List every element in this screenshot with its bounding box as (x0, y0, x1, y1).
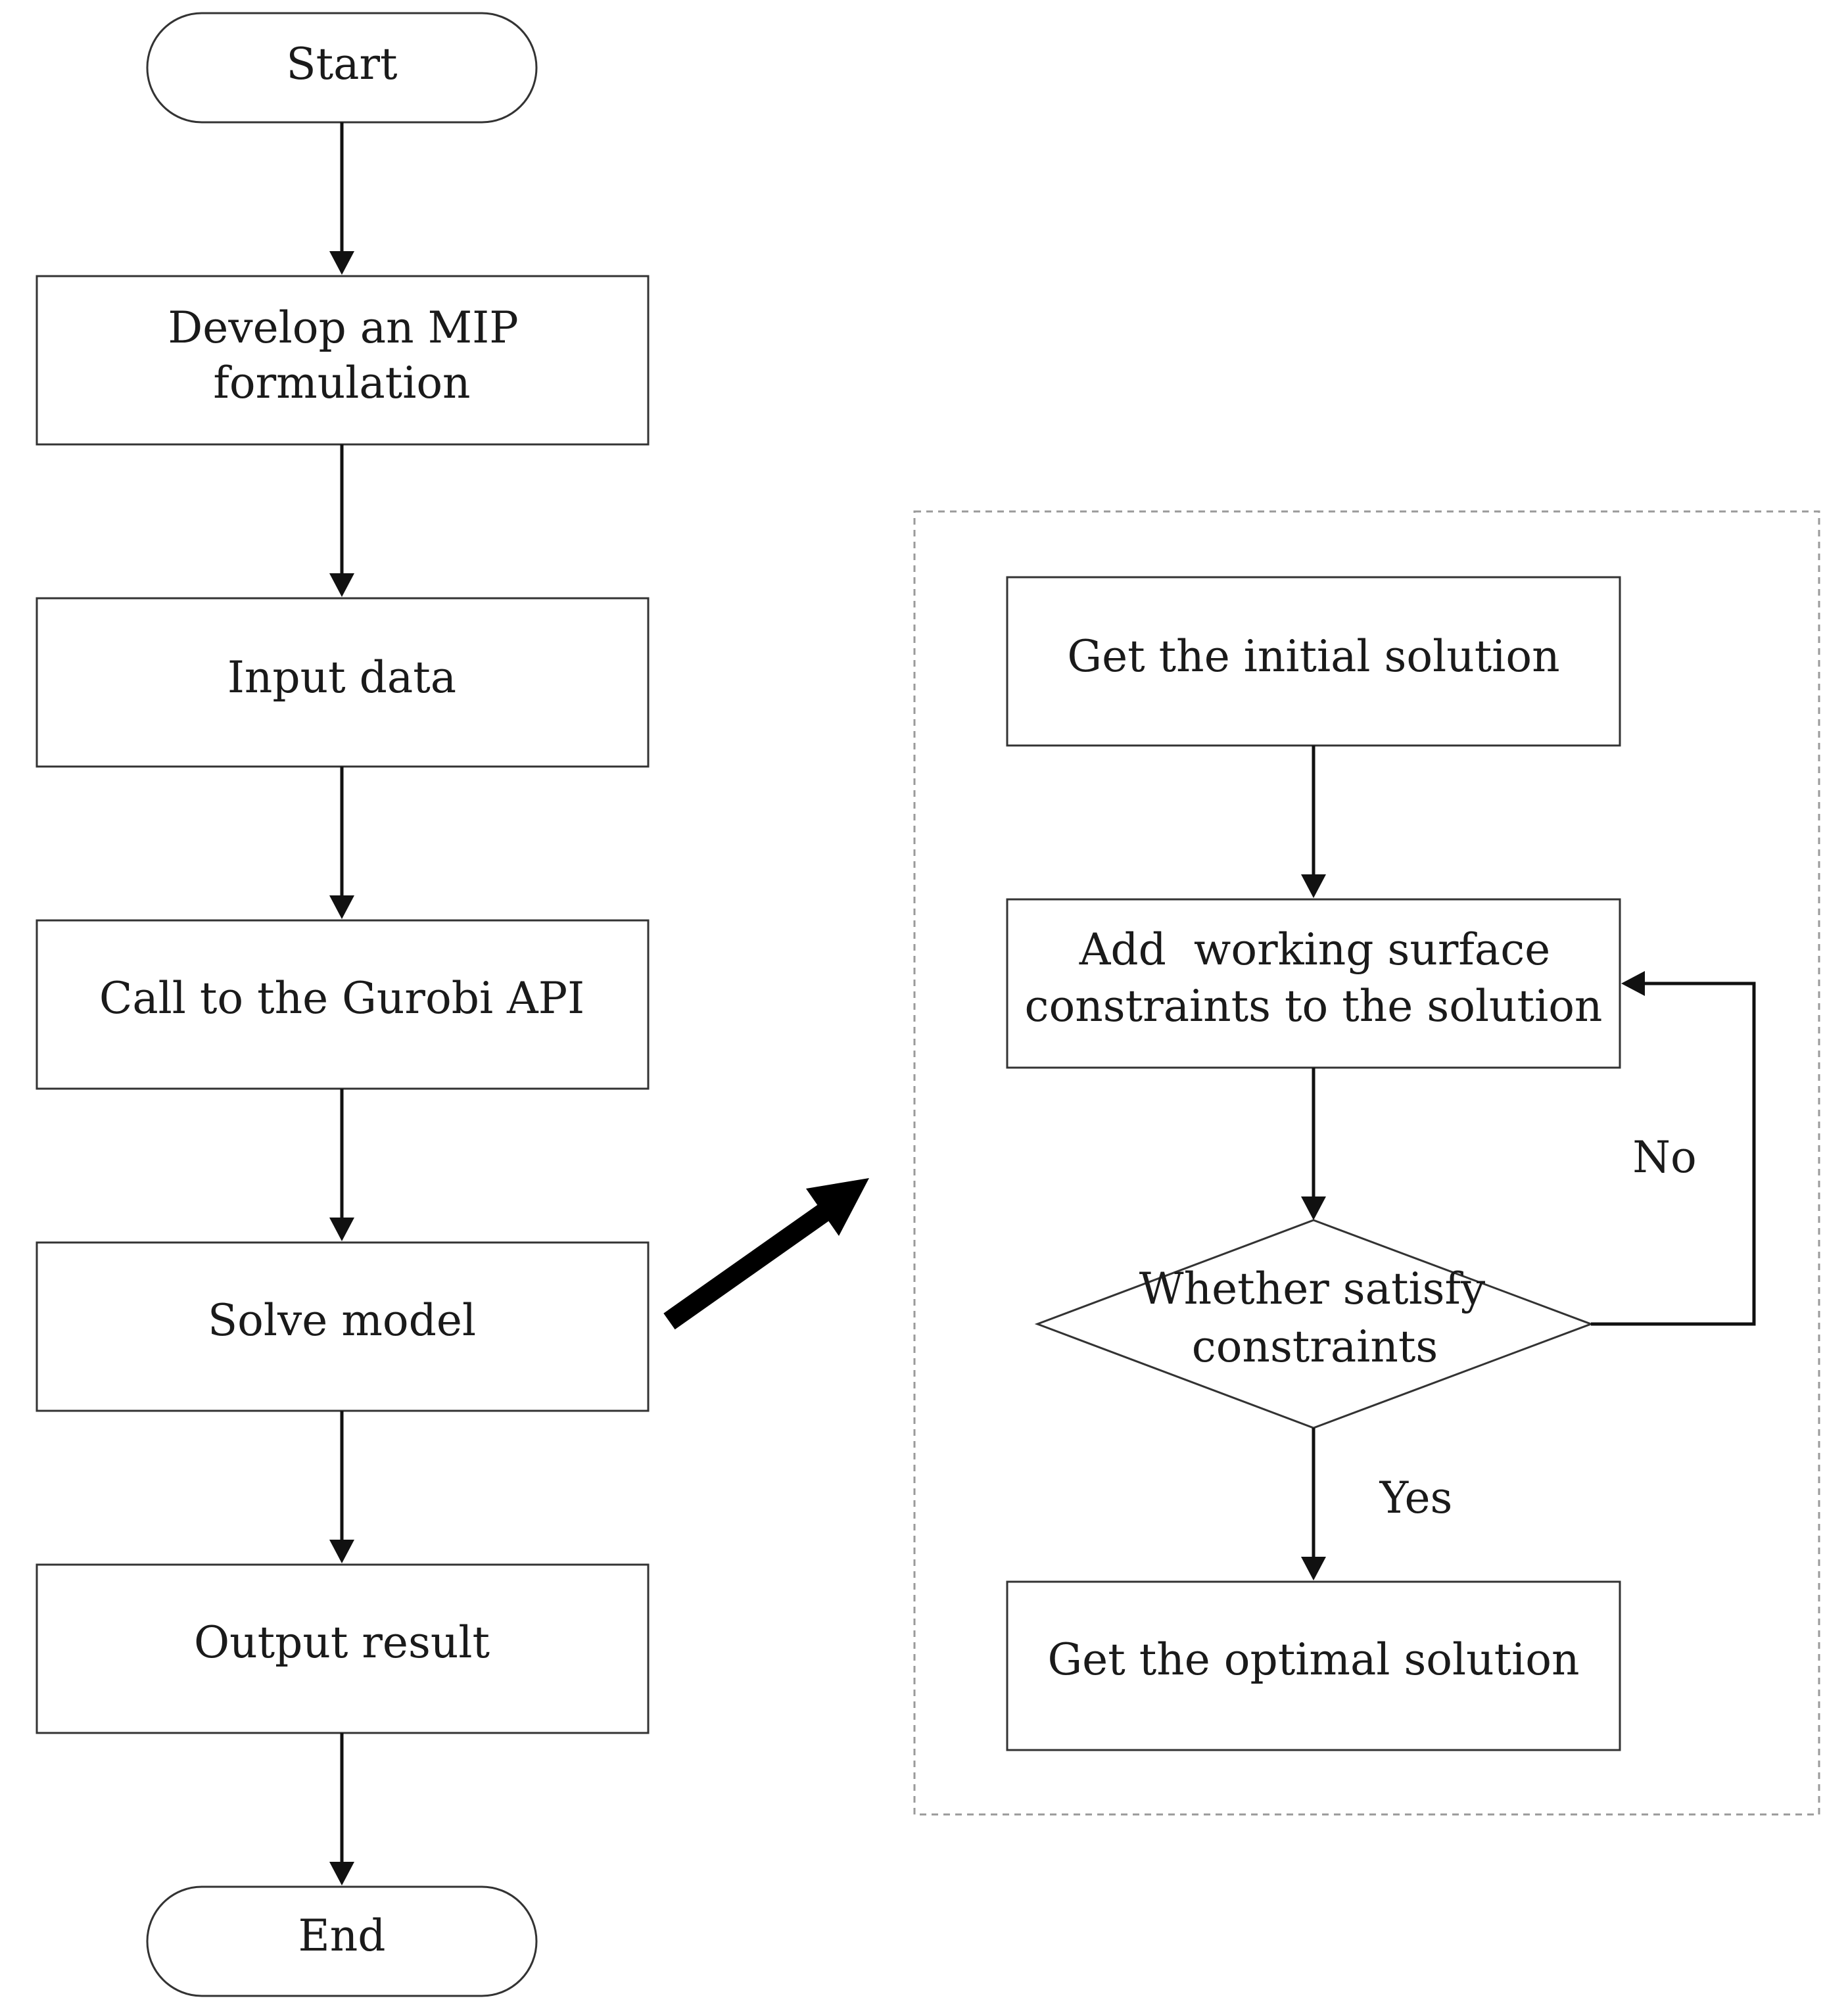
input-data-label: Input data (227, 652, 456, 703)
input-data-box (36, 597, 650, 768)
arrow-no-loop (1591, 982, 1756, 1326)
arrowhead-input-call (329, 895, 354, 919)
develop-formulation-box (36, 275, 650, 446)
output-result-label: Output result (194, 1617, 490, 1668)
develop-label-line2: formulation (213, 358, 470, 408)
initial-solution-box (1006, 576, 1621, 747)
arrowhead-solve-output (329, 1540, 354, 1563)
initial-solution-label: Get the initial solution (1067, 631, 1559, 682)
decision-label-line1: Whether satisfy (1139, 1264, 1486, 1314)
arrowhead-yes-optimal (1301, 1557, 1326, 1580)
arrowhead-initial-add (1301, 874, 1326, 898)
end-terminal (146, 1885, 538, 1997)
call-gurobi-label: Call to the Gurobi API (99, 973, 584, 1024)
arrowhead-output-end (329, 1862, 354, 1885)
end-label: End (298, 1910, 386, 1961)
arrowhead-start-develop (329, 251, 354, 275)
start-label: Start (286, 39, 397, 89)
expand-arrow-head (806, 1178, 869, 1236)
yes-label: Yes (1379, 1473, 1453, 1523)
solve-model-label: Solve model (208, 1295, 476, 1346)
add-constraints-line1: Add working surface (1079, 924, 1550, 975)
arrowhead-call-solve (329, 1218, 354, 1241)
add-constraints-box (1006, 898, 1621, 1069)
expand-arrow-shaft (663, 1200, 836, 1330)
solve-detail-frame (913, 510, 1820, 1816)
call-gurobi-box (36, 919, 650, 1090)
arrowhead-develop-input (329, 573, 354, 597)
arrowhead-no-loop (1621, 971, 1645, 996)
optimal-solution-box (1006, 1580, 1621, 1751)
no-label: No (1632, 1132, 1697, 1183)
decision-label-line2: constraints (1192, 1321, 1438, 1372)
arrowhead-add-decision (1301, 1196, 1326, 1220)
solve-model-box (36, 1241, 650, 1412)
develop-label-line1: Develop an MIP (168, 302, 518, 353)
add-constraints-line2: constraints to the solution (1025, 981, 1603, 1031)
optimal-solution-label: Get the optimal solution (1047, 1634, 1579, 1685)
